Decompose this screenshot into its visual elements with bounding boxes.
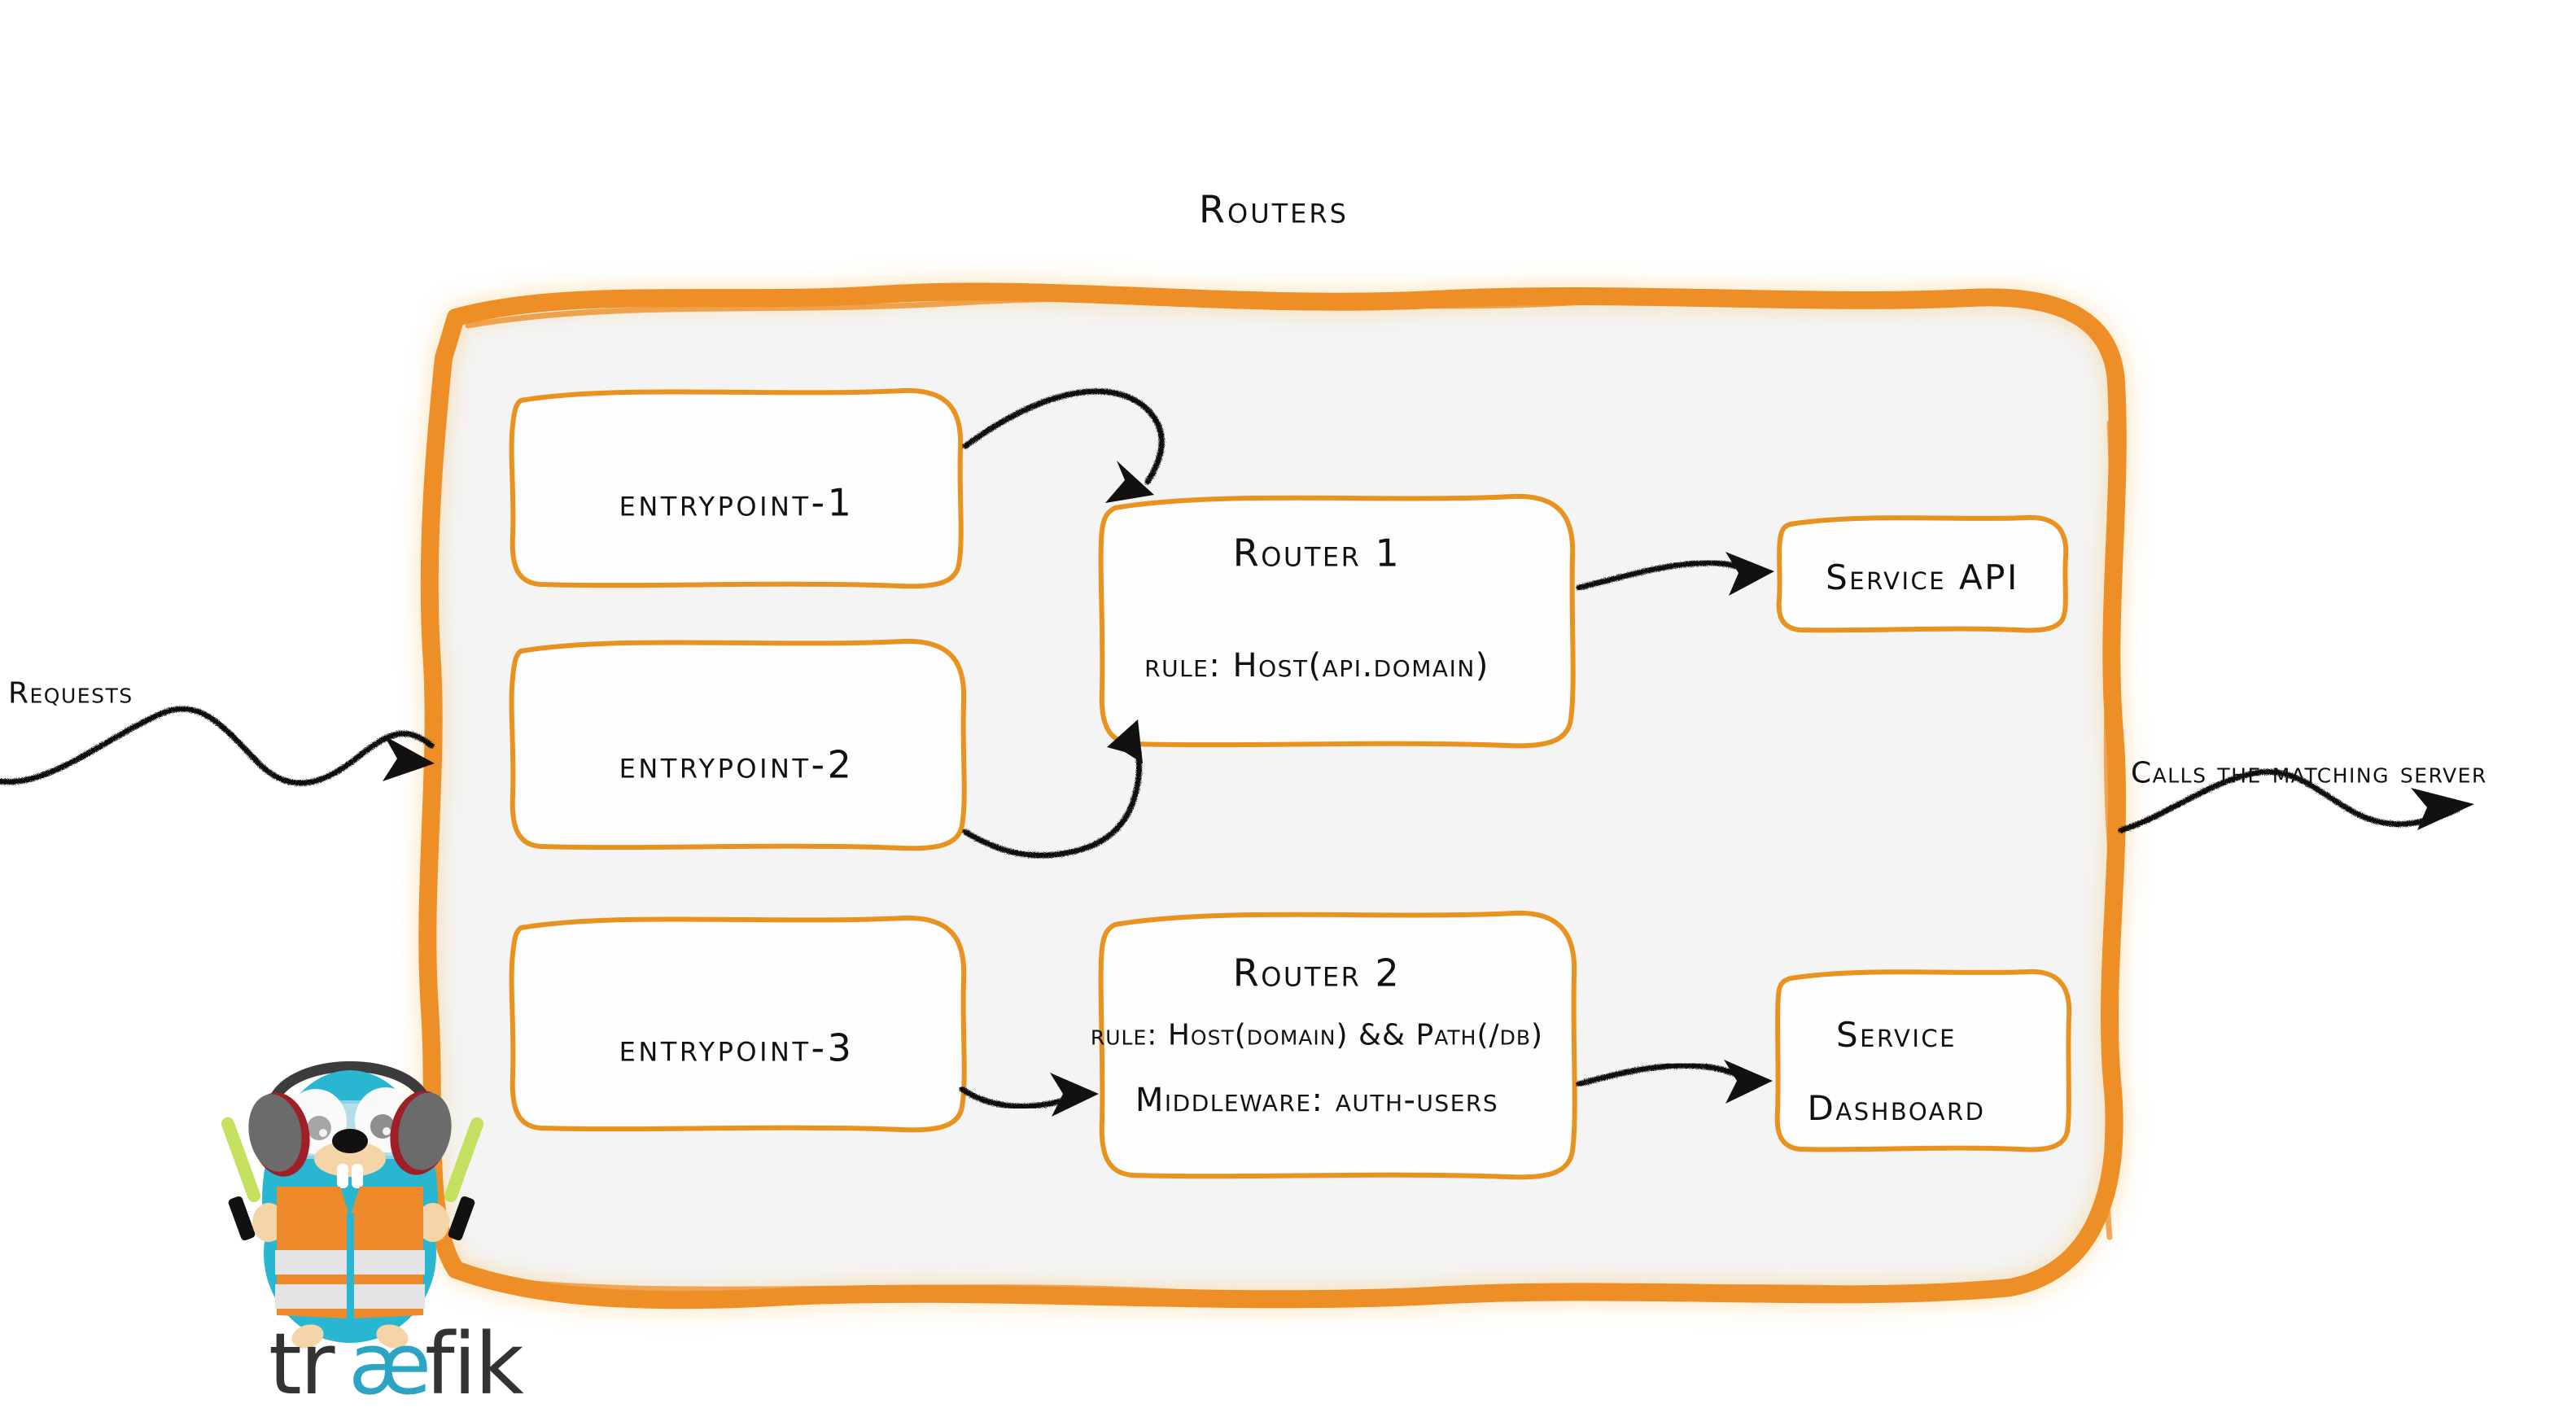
headphone-cup-right-icon [390, 1091, 452, 1175]
router-2-title: Router 2 [1232, 951, 1402, 995]
entrypoint-box-3[interactable] [509, 915, 967, 1133]
routers-panel-border-sketch-2 [2103, 420, 2117, 1240]
svg-text:æ: æ [348, 1314, 430, 1408]
router-1-title: Router 1 [1232, 531, 1402, 575]
router-2-rule: rule: Host(domain) && Path(/db) [1090, 1018, 1544, 1052]
svg-text:fik: fik [425, 1314, 524, 1408]
routers-panel-border-sketch [465, 295, 2005, 329]
routers-panel-border-sketch-3 [485, 1276, 2014, 1297]
arrow-router2-to-service-dashboard [1576, 1060, 1773, 1104]
requests-label: Requests [8, 676, 133, 711]
arrow-router1-to-service-api [1576, 552, 1774, 596]
headphone-band-icon [268, 1061, 431, 1106]
routers-panel-border [418, 282, 2127, 1310]
traefik-wordmark: tr æ fik [269, 1314, 526, 1408]
page-title: Routers [1199, 187, 1349, 232]
arrow-entrypoint1-to-router1 [962, 388, 1165, 503]
traefik-gopher-logo [221, 1061, 484, 1349]
service-box-api[interactable] [1776, 514, 2069, 633]
gopher-safety-vest [275, 1187, 425, 1320]
entrypoint-1-label: entrypoint-1 [619, 480, 855, 525]
gopher-pupil-left [307, 1116, 331, 1140]
router-1-rule: rule: Host(api.domain) [1144, 647, 1489, 684]
gopher-foot-left [291, 1324, 324, 1349]
service-dashboard-label-line2: Dashboard [1807, 1087, 1986, 1128]
entrypoint-box-1[interactable] [509, 387, 964, 589]
service-api-label: Service API [1826, 557, 2019, 597]
gopher-nose [332, 1129, 368, 1153]
gopher-tooth-right [352, 1164, 363, 1188]
headphone-cup-left-icon [248, 1092, 310, 1177]
router-box-2[interactable] [1098, 910, 1577, 1180]
entrypoint-3-label: entrypoint-3 [619, 1025, 855, 1070]
glowstick-right-icon [444, 1117, 484, 1241]
entrypoint-box-2[interactable] [509, 638, 967, 851]
calls-matching-server-label: Calls the matching server [2131, 756, 2487, 790]
arrow-calls-matching-server [2118, 768, 2474, 833]
gopher-tooth-left [337, 1164, 348, 1188]
gopher-muzzle [314, 1141, 386, 1177]
service-dashboard-label-line1: Service [1835, 1014, 1957, 1055]
arrow-entrypoint3-to-router2 [959, 1073, 1099, 1117]
entrypoint-2-label: entrypoint-2 [619, 742, 855, 787]
router-box-1[interactable] [1098, 493, 1576, 749]
router-2-middleware: Middleware: auth-users [1135, 1082, 1499, 1119]
glowstick-left-icon [221, 1117, 261, 1241]
arrow-requests-in [0, 706, 435, 786]
gopher-foot-right [376, 1324, 409, 1349]
svg-text:tr: tr [269, 1314, 335, 1408]
service-box-dashboard[interactable] [1774, 969, 2072, 1152]
gopher-hand-right [417, 1203, 449, 1242]
arrow-entrypoint2-to-router1 [962, 719, 1143, 859]
